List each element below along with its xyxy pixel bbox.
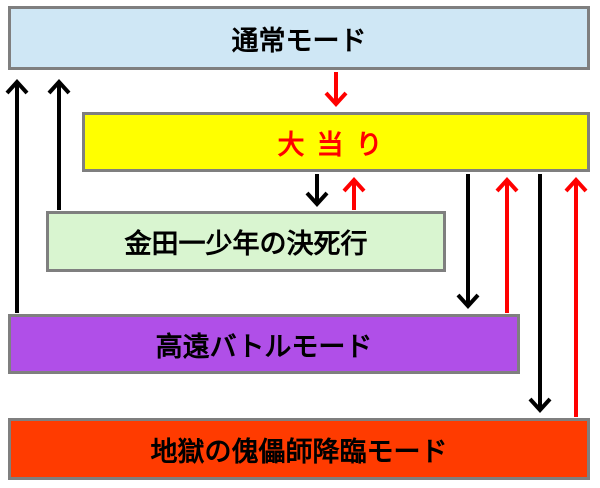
arrow-kindaichi-to-normal — [47, 79, 71, 210]
mode-box-kindaichi: 金田一少年の決死行 — [46, 211, 446, 272]
mode-box-takato: 高遠バトルモード — [8, 314, 520, 374]
arrow-hell-to-big-hit — [564, 177, 588, 417]
arrow-big-hit-to-hell — [528, 174, 552, 413]
arrow-kindaichi-to-big-hit — [342, 177, 366, 210]
arrow-takato-to-big-hit — [495, 177, 519, 313]
arrow-takato-to-normal — [5, 79, 29, 313]
mode-label-normal: 通常モード — [231, 25, 367, 57]
mode-label-hell: 地獄の傀儡師降臨モード — [150, 436, 448, 468]
arrow-big-hit-to-takato — [456, 174, 480, 309]
mode-box-big-hit: 大当り — [82, 112, 590, 172]
mode-box-normal: 通常モード — [8, 6, 590, 70]
mode-box-hell: 地獄の傀儡師降臨モード — [8, 418, 590, 480]
mode-label-big-hit: 大当り — [277, 129, 395, 161]
arrow-normal-to-big-hit — [324, 72, 348, 107]
arrow-big-hit-to-kindaichi — [305, 174, 329, 207]
mode-label-takato: 高遠バトルモード — [155, 331, 373, 363]
mode-label-kindaichi: 金田一少年の決死行 — [124, 229, 368, 260]
